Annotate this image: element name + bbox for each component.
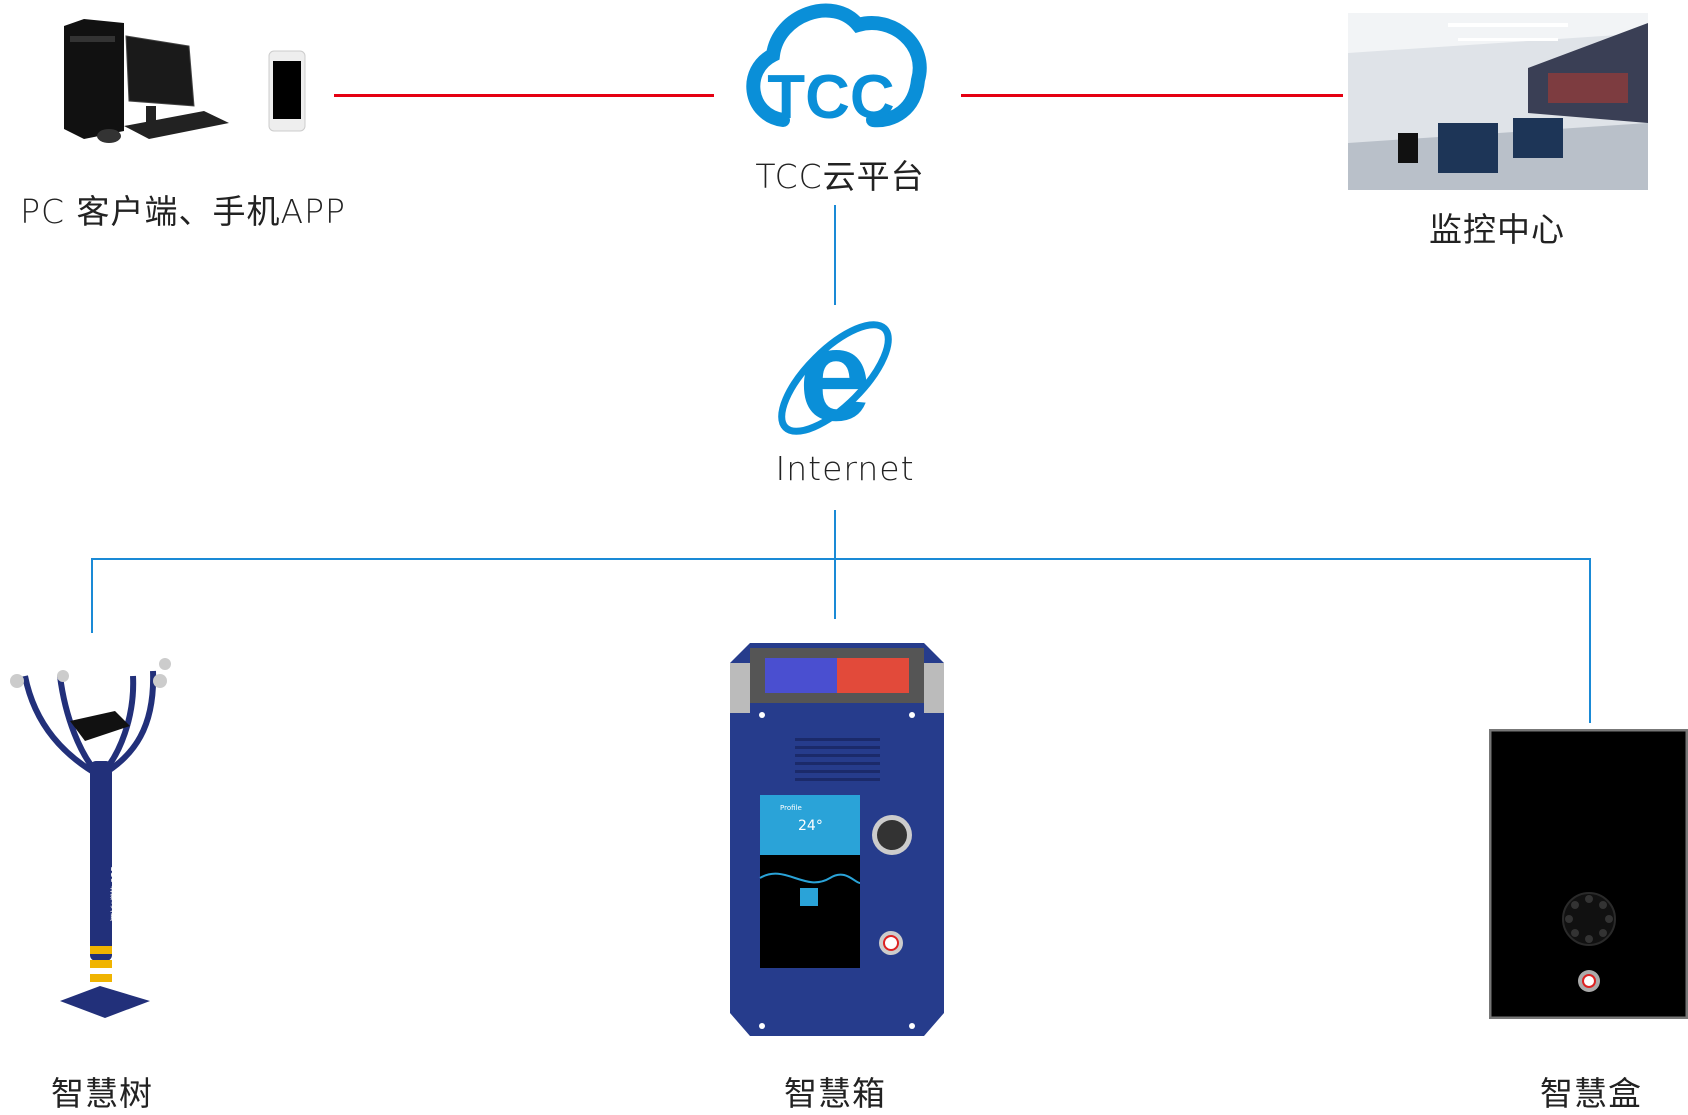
link-bus-case (1589, 558, 1591, 723)
smart-box-image: Profile 24° (730, 643, 944, 1036)
internet-label: Internet (775, 449, 915, 488)
smart-box-label: 智慧箱 (784, 1074, 886, 1113)
smart-tree-label: 智慧树 (51, 1074, 153, 1113)
tcc-logo-text: TCC (767, 63, 894, 130)
smart-box-screen-title: Profile (780, 804, 802, 812)
monitor-center-label: 监控中心 (1429, 210, 1565, 249)
link-pc-cloud (334, 94, 714, 97)
svg-text:e: e (799, 310, 871, 445)
link-bus (91, 558, 1591, 560)
link-internet-bus (834, 510, 836, 619)
smart-tree-device-text: 110 报警求助 (108, 866, 119, 923)
tcc-cloud-logo: TCC (746, 3, 927, 130)
monitor-center-image (1348, 13, 1648, 190)
link-cloud-monitor (961, 94, 1343, 97)
smart-tree-image: 110 报警求助 (10, 658, 171, 1018)
smart-case-image (1489, 729, 1688, 1019)
smart-box-screen-temp: 24° (798, 818, 823, 834)
internet-explorer-icon: e (778, 310, 892, 445)
pc-client-label: PC 客户端、手机APP (20, 192, 346, 231)
smart-case-label: 智慧盒 (1540, 1074, 1642, 1113)
pc-phone-image (64, 19, 306, 143)
tcc-cloud-label: TCC云平台 (755, 157, 925, 196)
link-cloud-internet (834, 205, 836, 305)
link-bus-tree (91, 558, 93, 633)
